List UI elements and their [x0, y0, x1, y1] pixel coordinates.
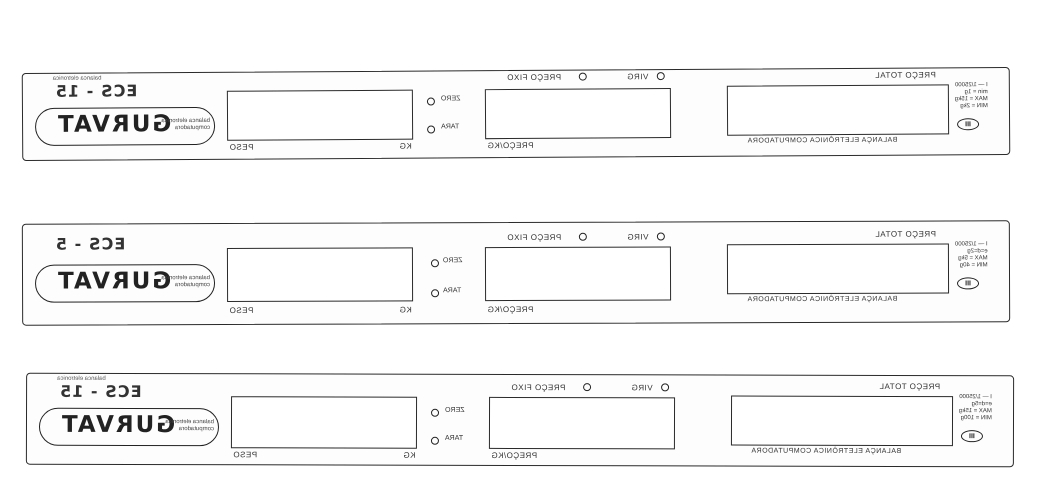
total-display	[726, 84, 950, 136]
model-name: ECS - 5	[54, 234, 126, 254]
zero-lamp-icon	[430, 259, 439, 268]
zero-label: ZERO	[445, 406, 465, 414]
net-lamp-icon	[656, 232, 665, 241]
model-name: ECS - 15	[59, 381, 142, 402]
price-display	[488, 396, 676, 450]
tare-label: TARA	[443, 287, 462, 295]
price-label: PREÇO/KG	[490, 450, 538, 461]
footer-text: BALANÇA ELETRÔNICA COMPUTADORA	[747, 136, 898, 145]
fixed-price-lamp-icon	[578, 72, 587, 81]
total-label: PREÇO TOTAL	[879, 381, 941, 392]
fixed-price-label: PREÇO FIXO	[506, 72, 562, 83]
scale-panel-2: ECS - 5 GURVAT balanca eletronica comput…	[21, 220, 1011, 326]
price-label: PREÇO/KG	[487, 140, 534, 151]
brand-logo: GURVAT balanca eletronica computadora	[38, 407, 220, 447]
brand-logo: GURVAT balanca eletronica computadora	[34, 106, 216, 146]
spec-text: I — 1/25000 min = 1g MAX = 15kg MIN = 2k…	[954, 82, 988, 110]
brand-subtitle: balanca eletronica computadora	[161, 117, 211, 132]
tare-lamp-icon	[431, 289, 440, 298]
model-name: ECS - 15	[54, 81, 138, 101]
brand-subtitle: balanca eletronica computadora	[161, 275, 211, 289]
net-label: VIRG	[626, 72, 649, 82]
total-display	[726, 243, 950, 295]
spec-text: I — 1/25000 e=d=5g MAX = 15kg MIN = 100g	[959, 394, 992, 422]
footer-text: BALANÇA ELETRÔNICA COMPUTADORA	[747, 295, 898, 304]
fixed-price-label: PREÇO FIXO	[506, 232, 562, 243]
weight-unit: KG	[399, 141, 412, 151]
footer-text: BALANÇA ELETRÔNICA COMPUTADORA	[750, 447, 902, 455]
fixed-price-lamp-icon	[583, 383, 592, 392]
brand-name: GURVAT	[59, 411, 176, 439]
class-badge: III	[957, 277, 980, 290]
zero-label: ZERO	[440, 95, 461, 103]
weight-display	[230, 396, 418, 449]
price-display	[484, 88, 672, 140]
total-display	[730, 395, 954, 447]
zero-label: ZERO	[442, 257, 463, 265]
zero-lamp-icon	[426, 97, 435, 106]
net-label: VIRG	[626, 232, 649, 242]
weight-label: PESO	[232, 450, 258, 460]
weight-unit: KG	[399, 305, 412, 315]
net-label: VIRG	[631, 383, 653, 393]
tare-lamp-icon	[427, 125, 436, 134]
weight-label: PESO	[229, 142, 254, 152]
class-badge: III	[957, 118, 980, 131]
net-lamp-icon	[656, 72, 665, 81]
brand-logo: GURVAT balanca eletronica computadora	[34, 264, 216, 303]
fixed-price-label: PREÇO FIXO	[511, 382, 566, 393]
tare-label: TARA	[444, 434, 464, 442]
brand-subtitle: balanca eletronica computadora	[165, 419, 215, 433]
weight-display	[226, 247, 414, 303]
weight-label: PESO	[229, 305, 254, 316]
total-label: PREÇO TOTAL	[874, 229, 936, 239]
tare-label: TARA	[441, 123, 460, 131]
fixed-price-lamp-icon	[578, 232, 587, 241]
price-display	[484, 246, 672, 302]
brand-name: GURVAT	[55, 268, 172, 295]
weight-display	[226, 89, 414, 141]
class-badge: III	[960, 430, 983, 443]
brand-name: GURVAT	[55, 111, 172, 138]
spec-text: I — 1/25000 e=d=2g MAX = 5kg MIN = 40g	[954, 241, 988, 269]
weight-unit: KG	[402, 450, 416, 460]
scale-panel-3: balanca eletronica ECS - 15 GURVAT balan…	[25, 372, 1015, 468]
total-label: PREÇO TOTAL	[874, 70, 936, 80]
scale-panel-1: balanca eletronica ECS - 15 GURVAT balan…	[21, 66, 1011, 162]
tare-lamp-icon	[430, 436, 439, 445]
zero-lamp-icon	[431, 408, 440, 417]
price-label: PREÇO/KG	[487, 304, 534, 315]
net-lamp-icon	[661, 383, 670, 392]
